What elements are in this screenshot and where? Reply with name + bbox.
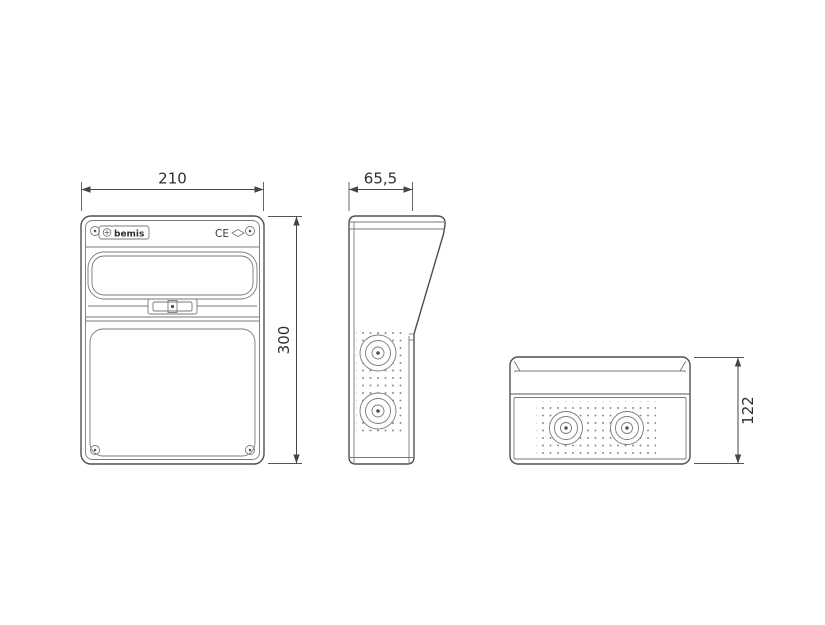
side-view-outline	[348, 215, 446, 465]
front-width-label: 210	[158, 170, 187, 188]
diamond-icon	[231, 228, 245, 238]
lid-split-lines	[85, 316, 260, 322]
brand-label: bemis	[114, 230, 144, 240]
cable-knockout	[610, 411, 644, 445]
lower-panel	[89, 328, 256, 457]
flower-dot-icon	[102, 228, 112, 237]
dimension-side-depth: 65,5	[348, 170, 413, 211]
side-depth-label: 65,5	[364, 170, 397, 188]
bottom-depth-label: 122	[739, 396, 757, 425]
certification-marks: CE	[215, 228, 245, 240]
corner-screws	[90, 226, 255, 455]
corner-screw	[90, 445, 100, 455]
front-height-label: 300	[275, 326, 293, 355]
front-view: bemis CE	[80, 215, 265, 465]
cable-knockout	[359, 334, 397, 372]
ce-mark-label: CE	[215, 228, 229, 240]
latch-dot	[170, 304, 175, 309]
corner-screw	[245, 226, 255, 236]
dimension-front-width: 210	[81, 170, 264, 211]
bottom-view-details	[510, 360, 690, 460]
corner-screw	[245, 445, 255, 455]
bottom-view-outline	[509, 356, 691, 465]
front-view-outline	[80, 215, 265, 465]
bottom-view	[509, 356, 691, 465]
lid-handle	[88, 298, 257, 315]
corner-screw	[90, 226, 100, 236]
front-view-inner-outline	[85, 220, 260, 460]
cable-knockout	[359, 392, 397, 430]
dimension-front-height: 300	[268, 216, 302, 464]
cable-knockout	[549, 411, 583, 445]
side-view	[348, 215, 446, 465]
dimension-bottom-depth: 122	[694, 357, 757, 464]
side-view-details	[349, 221, 445, 464]
